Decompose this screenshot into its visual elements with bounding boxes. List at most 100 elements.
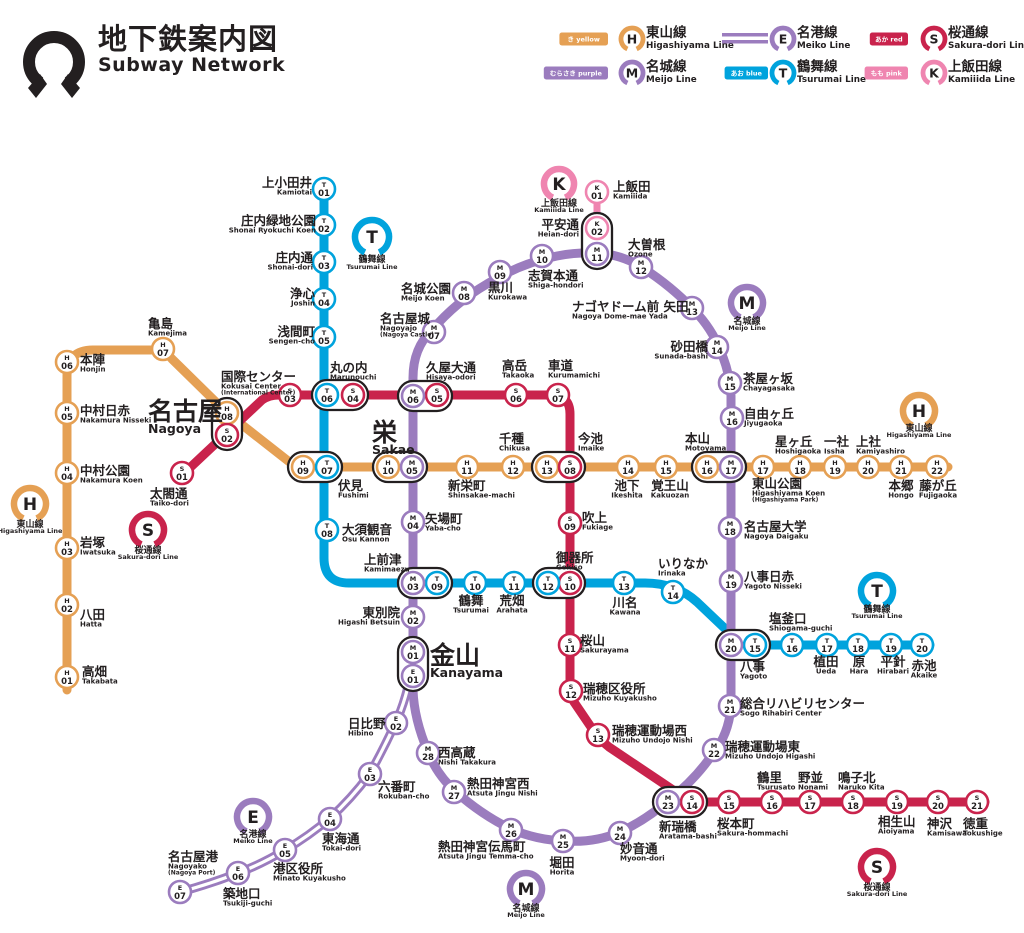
station-T02[interactable]: T02 [311, 212, 337, 238]
station-M26[interactable]: M26 [498, 817, 524, 843]
station-T12[interactable]: T12 [535, 570, 561, 596]
station-T11[interactable]: T11 [501, 570, 527, 596]
station-E02[interactable]: E02 [383, 710, 409, 736]
station-E03[interactable]: E03 [357, 761, 383, 787]
station-M04[interactable]: M04 [400, 509, 426, 535]
station-S15[interactable]: S15 [716, 789, 742, 815]
station-K01[interactable]: K01 [584, 179, 610, 205]
station-H03[interactable]: H03 [54, 535, 80, 561]
station-M27[interactable]: M27 [441, 779, 467, 805]
station-E07[interactable]: E07 [167, 879, 193, 905]
station-S02[interactable]: S02 [214, 422, 240, 448]
station-S20[interactable]: S20 [925, 789, 951, 815]
station-S09[interactable]: S09 [557, 510, 583, 536]
station-H01[interactable]: H01 [54, 664, 80, 690]
station-S14[interactable]: S14 [679, 789, 705, 815]
station-M03[interactable]: M03 [400, 570, 426, 596]
station-H11[interactable]: H11 [454, 454, 480, 480]
station-T05[interactable]: T05 [311, 324, 337, 350]
station-M13[interactable]: M13 [679, 295, 705, 321]
station-M14[interactable]: M14 [704, 334, 730, 360]
station-H10[interactable]: H10 [375, 454, 401, 480]
station-S01[interactable]: S01 [169, 460, 195, 486]
station-H19[interactable]: H19 [822, 454, 848, 480]
station-S13[interactable]: S13 [585, 722, 611, 748]
station-T14[interactable]: T14 [660, 579, 686, 605]
station-E05[interactable]: E05 [272, 837, 298, 863]
station-H06[interactable]: H06 [54, 349, 80, 375]
station-S07[interactable]: S07 [545, 382, 571, 408]
station-M18[interactable]: M18 [717, 515, 743, 541]
station-T09[interactable]: T09 [424, 570, 450, 596]
station-M24[interactable]: M24 [607, 820, 633, 846]
station-E04[interactable]: E04 [317, 806, 343, 832]
station-M09[interactable]: M09 [487, 259, 513, 285]
station-K02[interactable]: K02 [584, 215, 610, 241]
station-M06[interactable]: M06 [400, 383, 426, 409]
station-M01[interactable]: M01 [400, 639, 426, 665]
station-M11[interactable]: M11 [584, 241, 610, 267]
station-M12[interactable]: M12 [628, 254, 654, 280]
station-S08[interactable]: S08 [557, 454, 583, 480]
station-M02[interactable]: M02 [400, 604, 426, 630]
station-M28[interactable]: M28 [415, 740, 441, 766]
station-M15[interactable]: M15 [717, 370, 743, 396]
station-S10[interactable]: S10 [557, 570, 583, 596]
station-M25[interactable]: M25 [550, 828, 576, 854]
station-M21[interactable]: M21 [717, 693, 743, 719]
station-H14[interactable]: H14 [615, 454, 641, 480]
station-S04[interactable]: S04 [340, 382, 366, 408]
station-T16[interactable]: T16 [779, 632, 805, 658]
station-M08[interactable]: M08 [451, 280, 477, 306]
station-T18[interactable]: T18 [845, 632, 871, 658]
station-H12[interactable]: H12 [500, 454, 526, 480]
station-H05[interactable]: H05 [54, 400, 80, 426]
station-S16[interactable]: S16 [759, 789, 785, 815]
station-H09[interactable]: H09 [290, 454, 316, 480]
station-H18[interactable]: H18 [787, 454, 813, 480]
station-H17[interactable]: H17 [750, 454, 776, 480]
station-M05[interactable]: M05 [399, 454, 425, 480]
station-H20[interactable]: H20 [855, 454, 881, 480]
station-M10[interactable]: M10 [529, 243, 555, 269]
station-T15[interactable]: T15 [742, 632, 768, 658]
station-T20[interactable]: T20 [909, 632, 935, 658]
station-E01[interactable]: E01 [400, 663, 426, 689]
station-E06[interactable]: E06 [225, 860, 251, 886]
station-M17[interactable]: M17 [718, 454, 744, 480]
station-S18[interactable]: S18 [840, 789, 866, 815]
station-S17[interactable]: S17 [797, 789, 823, 815]
station-T07[interactable]: T07 [314, 454, 340, 480]
station-H07[interactable]: H07 [150, 336, 176, 362]
station-T13[interactable]: T13 [611, 570, 637, 596]
station-H04[interactable]: H04 [54, 460, 80, 486]
station-H21[interactable]: H21 [888, 454, 914, 480]
station-T03[interactable]: T03 [311, 249, 337, 275]
station-M22[interactable]: M22 [701, 737, 727, 763]
station-T06[interactable]: T06 [314, 382, 340, 408]
station-S11[interactable]: S11 [557, 632, 583, 658]
station-H16[interactable]: H16 [694, 454, 720, 480]
station-S19[interactable]: S19 [884, 789, 910, 815]
station-H08[interactable]: H08 [214, 400, 240, 426]
station-H02[interactable]: H02 [54, 592, 80, 618]
station-S06[interactable]: S06 [503, 382, 529, 408]
station-H15[interactable]: H15 [653, 454, 679, 480]
station-M07[interactable]: M07 [421, 319, 447, 345]
station-M19[interactable]: M19 [718, 568, 744, 594]
station-H13[interactable]: H13 [534, 454, 560, 480]
station-T04[interactable]: T04 [311, 286, 337, 312]
station-S05[interactable]: S05 [424, 382, 450, 408]
station-T08[interactable]: T08 [314, 517, 340, 543]
station-M20[interactable]: M20 [718, 632, 744, 658]
station-T17[interactable]: T17 [814, 632, 840, 658]
station-S03[interactable]: S03 [277, 382, 303, 408]
station-S12[interactable]: S12 [558, 678, 584, 704]
station-T01[interactable]: T01 [311, 176, 337, 202]
station-T19[interactable]: T19 [878, 632, 904, 658]
station-M23[interactable]: M23 [655, 789, 681, 815]
station-H22[interactable]: H22 [924, 454, 950, 480]
station-M16[interactable]: M16 [719, 405, 745, 431]
station-S21[interactable]: S21 [964, 789, 990, 815]
station-T10[interactable]: T10 [462, 570, 488, 596]
